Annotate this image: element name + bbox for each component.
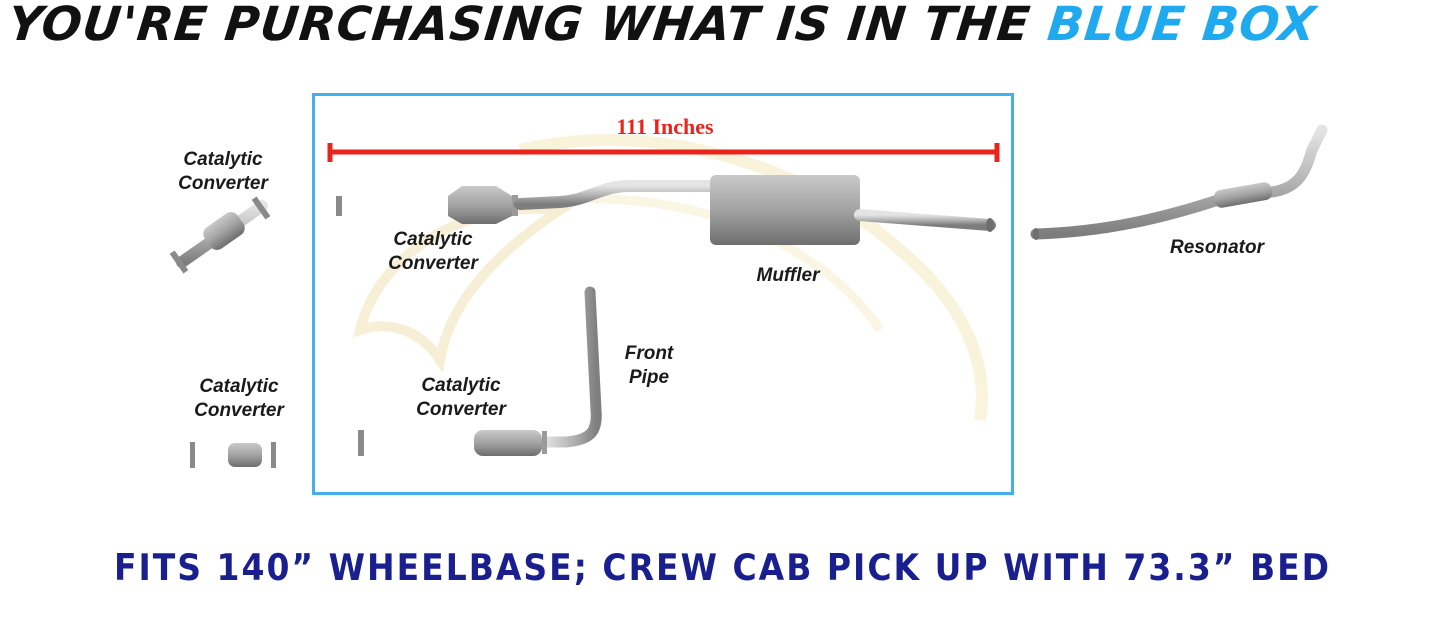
front-pipe-line2: Pipe [628, 367, 670, 388]
lower-exhaust-assembly [354, 286, 602, 456]
front-pipe-label: Front Pipe [612, 342, 686, 390]
cat-converter-box-upper-label: Catalytic Converter [370, 228, 496, 276]
cat-converter-box-lower-label: Catalytic Converter [398, 374, 524, 422]
cat-converter-left-top-line2: Converter [178, 173, 268, 194]
cat-converter-left-bottom-image [186, 442, 282, 468]
resonator-image [1030, 124, 1328, 240]
front-pipe-line1: Front [624, 343, 674, 364]
muffler-label: Muffler [756, 265, 820, 286]
upper-exhaust-assembly [332, 175, 996, 274]
cat-converter-left-bottom-label: Catalytic Converter [180, 375, 298, 423]
resonator-label: Resonator [1170, 237, 1264, 258]
cat-converter-left-top-line1: Catalytic [183, 149, 263, 170]
dimension-bar [327, 143, 1000, 162]
cat-converter-left-top-image [169, 196, 271, 274]
cat-converter-box-upper-line1: Catalytic [393, 229, 473, 250]
cat-converter-left-top-label: Catalytic Converter [164, 148, 282, 196]
cat-converter-left-bottom-line2: Converter [194, 400, 284, 421]
cat-converter-left-bottom-line1: Catalytic [199, 376, 279, 397]
cat-converter-box-lower-line2: Converter [416, 399, 506, 420]
cat-converter-box-lower-line1: Catalytic [421, 375, 501, 396]
fitment-note: FITS 140” WHEELBASE; CREW CAB PICK UP WI… [113, 546, 1332, 589]
cat-converter-box-upper-line2: Converter [388, 253, 478, 274]
dimension-label: 111 Inches [616, 114, 714, 139]
blue-box-border [312, 93, 1014, 495]
